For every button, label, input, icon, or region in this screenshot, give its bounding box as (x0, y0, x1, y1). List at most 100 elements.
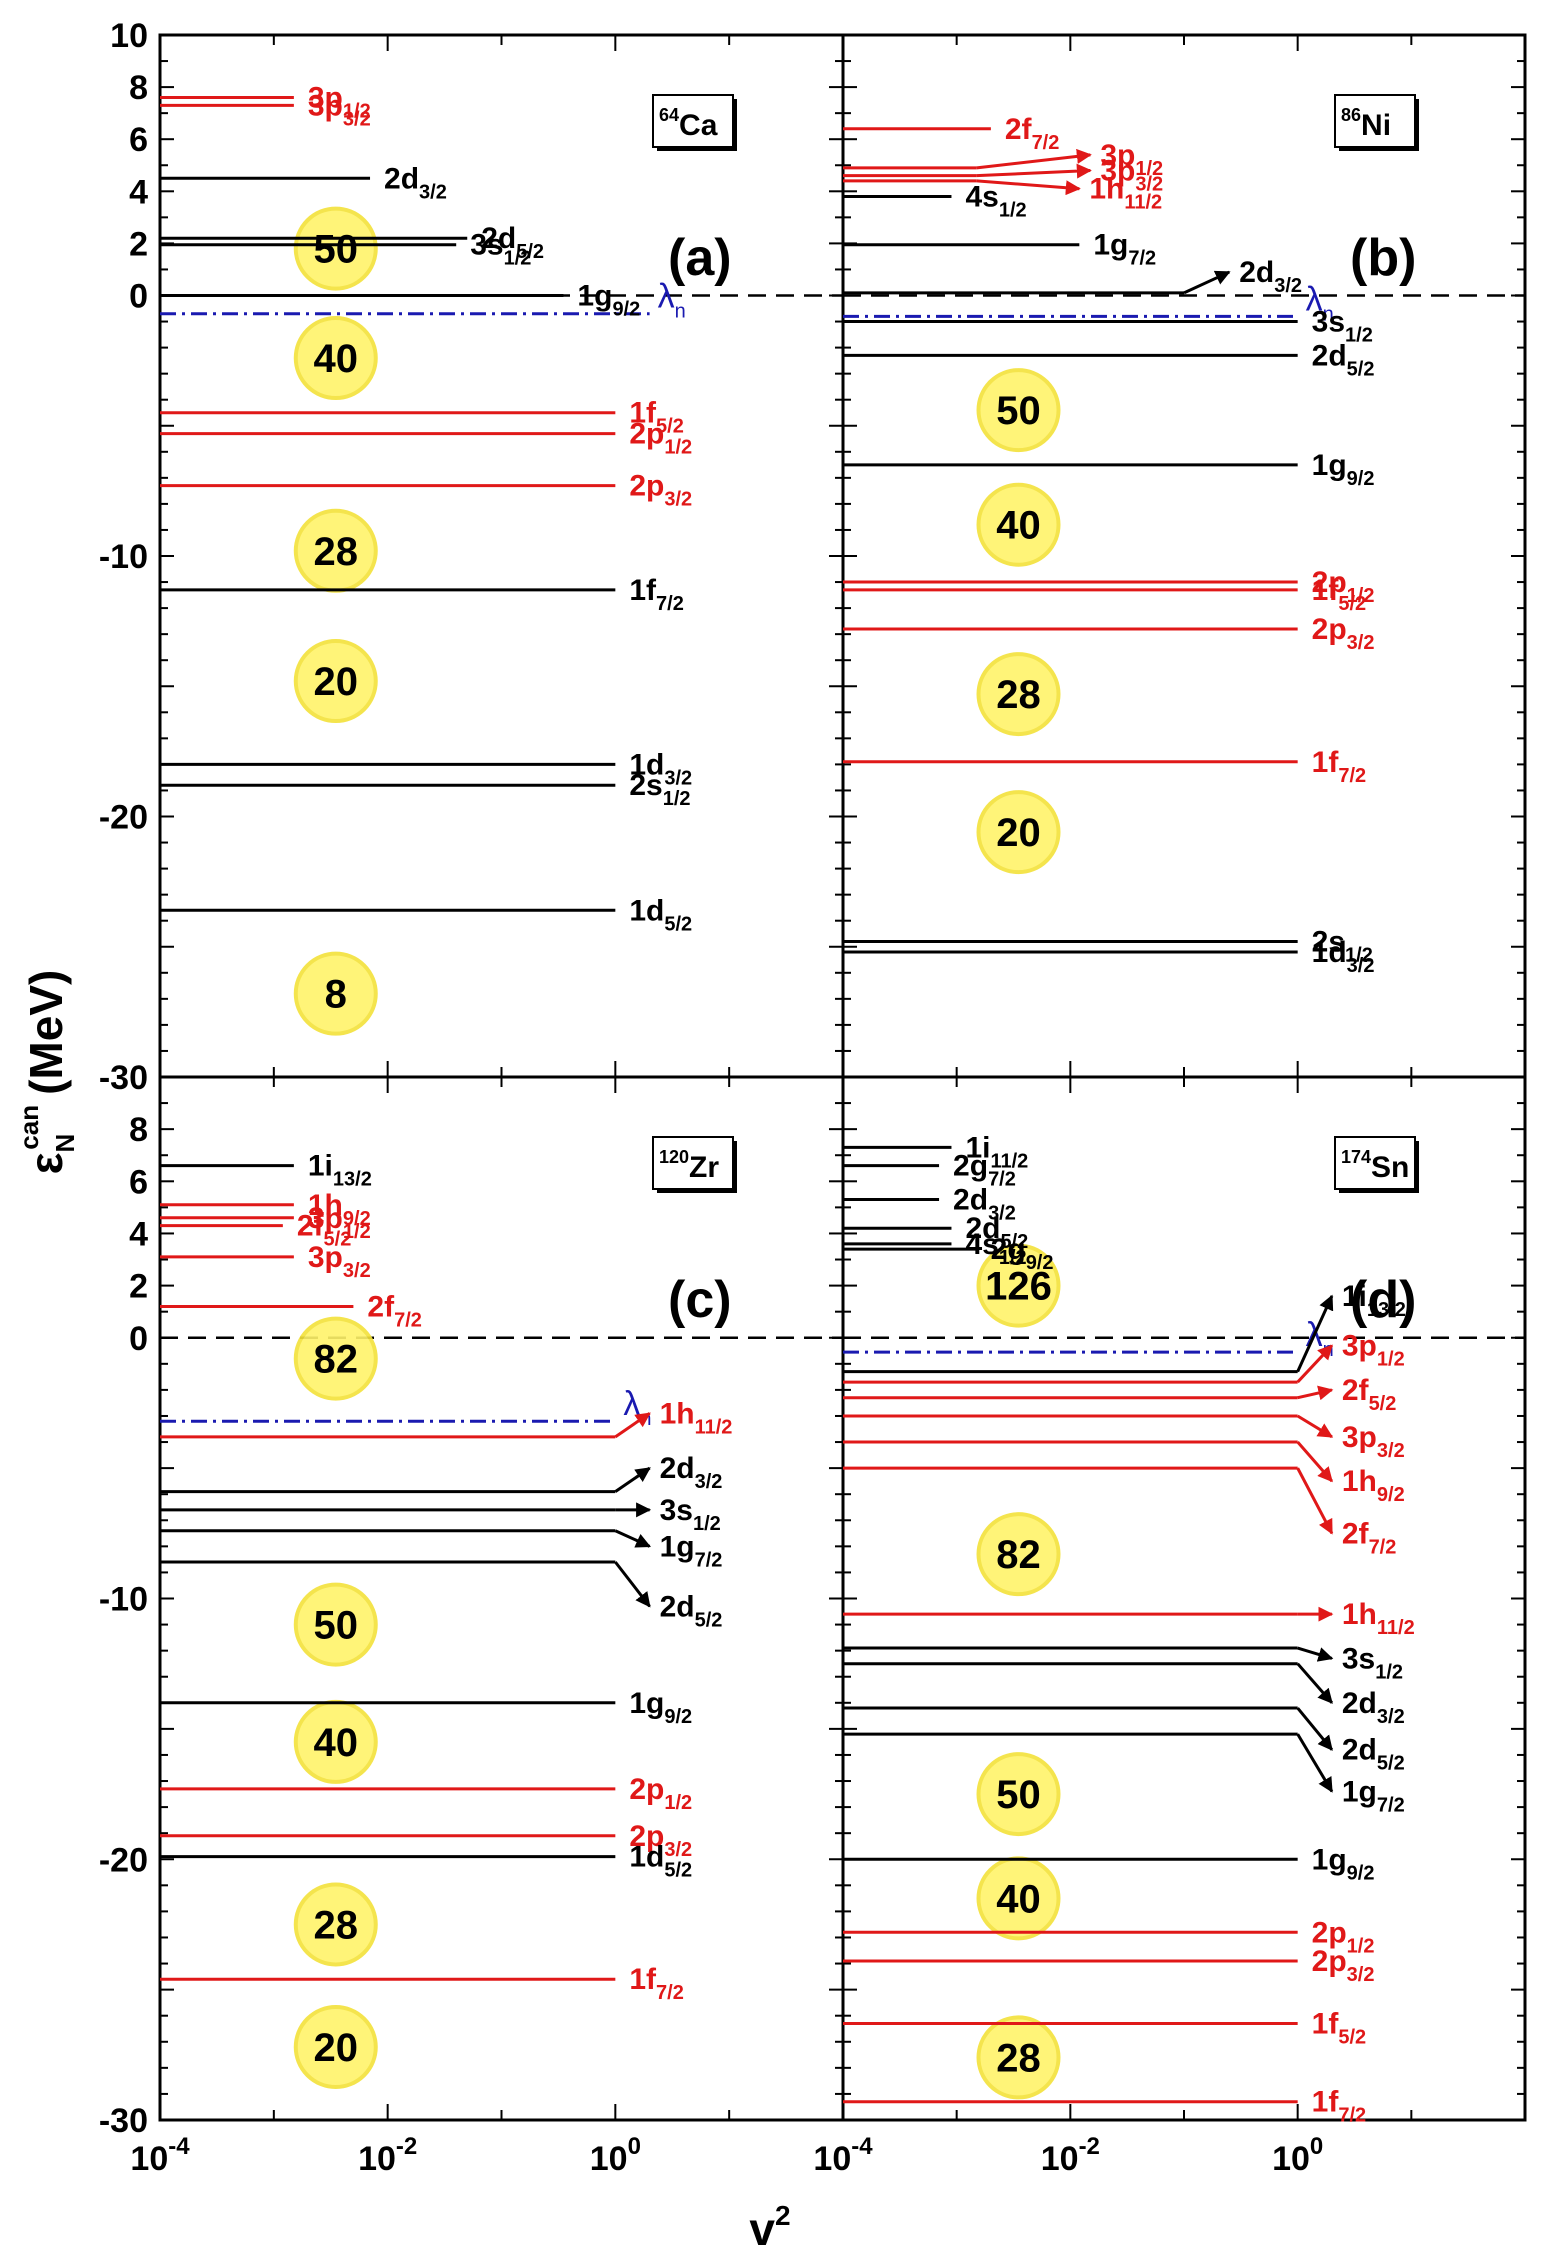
magic-number-circle (976, 1512, 1061, 1597)
level-label: 2d5/2 (481, 222, 544, 263)
level-label: 2d3/2 (384, 162, 447, 203)
magic-number-circle (293, 1582, 378, 1667)
level-label: 3p3/2 (1342, 1421, 1405, 1462)
level-label: 1d5/2 (629, 894, 692, 935)
nucleus-box (1334, 94, 1416, 148)
level-label: 2g7/2 (953, 1150, 1016, 1191)
x-tick-label: 100 (1272, 2133, 1323, 2178)
axis-titles: v2 εNcan(MeV) (14, 970, 791, 2255)
y-axis-title: εNcan(MeV) (14, 970, 80, 1175)
y-tick-label: -20 (99, 799, 148, 837)
level-label: 3p1/2 (308, 1202, 371, 1243)
magic-number-label: 20 (314, 2026, 359, 2070)
magic-number-label: 50 (996, 1773, 1041, 1817)
y-tick-label: 10 (110, 17, 148, 55)
y-tick-label: -10 (99, 538, 148, 576)
magic-number-label: 28 (314, 1903, 359, 1947)
level-label: 4s1/2 (965, 1228, 1026, 1269)
level-label: 1g9/2 (1312, 1843, 1375, 1884)
level-label: 2d5/2 (660, 1590, 723, 1631)
level-label: 2p3/2 (1312, 1945, 1375, 1986)
nucleus-box (1334, 1136, 1416, 1190)
panel-tag: (b) (1350, 229, 1416, 287)
level-label: 1f7/2 (629, 1963, 684, 2004)
level-label: 2p1/2 (629, 1773, 692, 1814)
panel-a: 1086420-10-20-30λn5040282083p1/23p3/22d3… (99, 17, 845, 1097)
level-label: 2s1/2 (629, 769, 690, 810)
x-axis-title: v2 (749, 2200, 790, 2255)
x-tick-label: 10-4 (813, 2133, 873, 2178)
level-label: 2f7/2 (367, 1290, 422, 1331)
level-label: 1f7/2 (1312, 2086, 1367, 2127)
level-label: 2p3/2 (629, 1820, 692, 1861)
magic-number-circle (976, 1243, 1061, 1328)
level-label: 1h11/2 (1089, 173, 1162, 214)
level-label: 1g9/2 (577, 280, 640, 321)
y-tick-label: 8 (129, 69, 148, 107)
level-label: 3s1/2 (470, 229, 531, 270)
level-label: 1d3/2 (629, 748, 692, 789)
level-label: 1d5/2 (629, 1841, 692, 1882)
y-tick-label: -30 (99, 2102, 148, 2140)
magic-number-circle (293, 316, 378, 401)
level-label: 1f5/2 (629, 397, 684, 438)
level-label: 1f7/2 (1312, 746, 1367, 787)
magic-number-label: 82 (314, 1338, 359, 1382)
magic-number-circle (976, 652, 1061, 737)
level-arrow (614, 1466, 651, 1493)
level-arrow (1296, 1294, 1334, 1373)
panels-layer: 1086420-10-20-30λn5040282083p1/23p3/22d3… (99, 17, 1527, 2178)
level-arrow (1296, 1733, 1334, 1793)
level-label: 1h9/2 (1342, 1465, 1405, 1506)
y-tick-label: 0 (129, 1320, 148, 1358)
nucleus-box (652, 94, 734, 148)
level-label: 1i13/2 (308, 1150, 372, 1191)
nucleus-box (652, 1136, 734, 1190)
level-arrow (1183, 270, 1231, 295)
level-arrow (1296, 1414, 1334, 1439)
level-label: 3p3/2 (308, 89, 371, 130)
level-arrow (1296, 1662, 1334, 1704)
y-tick-label: 2 (129, 1268, 148, 1306)
panel-frame (841, 1075, 1527, 2122)
magic-number-circle (976, 2015, 1061, 2100)
level-label: 4s1/2 (965, 181, 1026, 222)
y-tick-label: -20 (99, 1841, 148, 1879)
level-arrow (1296, 1467, 1334, 1535)
level-label: 2f7/2 (1005, 113, 1060, 154)
x-tick-label: 10-2 (358, 2133, 417, 2178)
level-label: 3p3/2 (1100, 154, 1163, 195)
level-label: 2p3/2 (1312, 613, 1375, 654)
level-label: 2p3/2 (629, 470, 692, 511)
y-tick-label: 2 (129, 225, 148, 263)
panel-frame (158, 33, 845, 1079)
level-label: 1h11/2 (1342, 1598, 1415, 1639)
level-label: 2d3/2 (1342, 1687, 1405, 1728)
panel-tag: (d) (1350, 1271, 1416, 1329)
level-label: 1f7/2 (629, 574, 684, 615)
level-label: 2g9/2 (991, 1233, 1054, 1274)
fermi-level-label: λn (658, 278, 686, 323)
level-label: 3p3/2 (308, 1241, 371, 1282)
level-label: 3s1/2 (1342, 1642, 1403, 1683)
magic-number-label: 82 (996, 1533, 1041, 1577)
level-label: 1g9/2 (629, 1687, 692, 1728)
panel-d: 10-410-2100λn126825040281i11/22g7/22d3/2… (813, 1075, 1527, 2178)
magic-number-circle (293, 1882, 378, 1967)
magic-number-circle (293, 639, 378, 724)
magic-number-label: 20 (996, 811, 1041, 855)
level-arrow (1296, 1344, 1333, 1384)
panel-tag: (c) (668, 1271, 732, 1329)
level-label: 1g9/2 (1312, 449, 1375, 490)
level-label: 2s1/2 (1312, 926, 1373, 967)
level-label: 1g7/2 (1093, 229, 1156, 270)
level-label: 2d5/2 (1342, 1734, 1405, 1775)
magic-number-circle (293, 206, 378, 291)
level-arrow (1297, 1646, 1334, 1662)
panel-frame (158, 1075, 845, 2122)
panel-tag: (a) (668, 229, 732, 287)
panel-frame (841, 33, 1527, 1079)
x-tick-label: 10-4 (130, 2133, 190, 2178)
level-arrow (1296, 1441, 1334, 1483)
